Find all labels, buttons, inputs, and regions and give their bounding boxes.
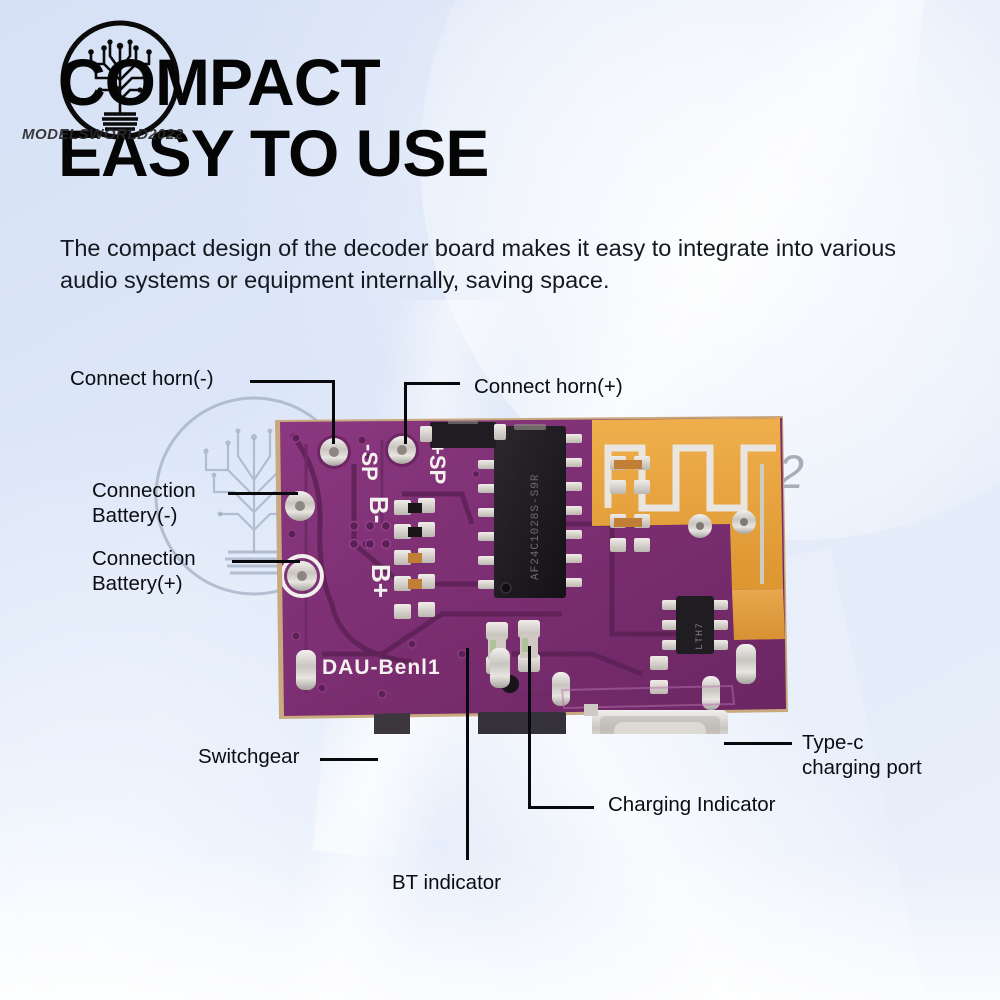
leader-connection-battery-positive [232,560,300,563]
callout-bt-indicator: BT indicator [392,871,502,894]
leader-switchgear [320,758,378,761]
callout-connection-battery-negative: Connection Battery(-) [92,479,196,527]
leader-connect-horn-negative-h [250,380,334,383]
leader-bt-indicator [466,648,469,860]
smd-component-cluster [394,498,435,619]
silk-battery-positive: B+ [366,564,396,598]
top-edge-smd [420,418,506,448]
leader-charging-indicator-h [528,806,594,809]
headline-line-1: COMPACT [58,45,381,119]
pcb-board-photo: AF24C1028S-S9R [275,416,788,734]
battery-negative-pad [285,491,315,521]
callout-connect-horn-positive: Connect horn(+) [474,375,623,398]
callout-charging-indicator: Charging Indicator [608,793,776,816]
header-hole-grid [348,520,392,550]
callout-switchgear: Switchgear [198,745,300,768]
audio-connector [478,712,566,734]
page-subtitle: The compact design of the decoder board … [60,235,897,294]
charge-ic-marking: LTH7 [695,622,706,650]
test-points [688,510,756,538]
callout-connect-horn-negative: Connect horn(-) [70,367,214,390]
type-c-charging-port [592,710,728,734]
speaker-negative-pad [317,435,351,469]
charge-controller-ic: LTH7 [662,596,728,654]
headline-line-2: EASY TO USE [58,116,489,191]
page-headline: COMPACT EASY TO USE [58,49,958,191]
leader-charging-indicator-v [528,646,531,808]
leader-connect-horn-positive-v [404,382,407,444]
silk-speaker-negative: -SP [357,444,382,481]
silk-battery-negative: B- [364,496,394,523]
leader-connect-horn-positive-h [404,382,460,385]
bottom-mount-pads [296,644,756,710]
leader-connection-battery-negative [228,492,298,495]
circuit-tree-logo-icon [60,20,180,140]
leader-type-c-charging-port [724,742,792,745]
leader-connect-horn-negative-v [332,380,335,444]
callout-connection-battery-positive: Connection Battery(+) [92,547,196,595]
ic-marking-text: AF24C1028S-S9R [530,474,542,580]
silk-board-name: DAU-Benl1 [322,656,441,679]
watermark-top: MODELSWORLD2022 [22,126,184,143]
smd-resistor-column [610,456,650,552]
antenna-trace [604,444,776,512]
switchgear-lever [374,713,410,734]
callout-type-c-charging-port: Type-c charging port [802,731,922,779]
silk-speaker-positive: +SP [425,442,450,484]
speaker-positive-pad [385,433,419,467]
